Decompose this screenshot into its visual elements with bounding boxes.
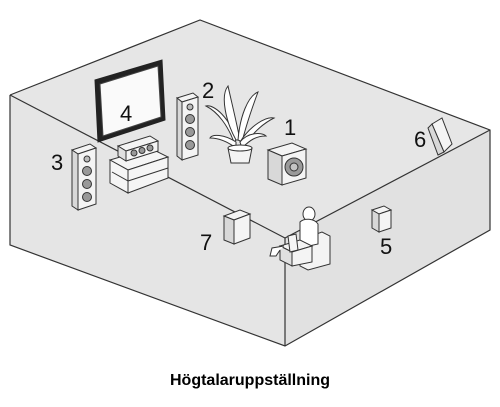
subwoofer-icon: [266, 142, 308, 186]
surround-left-speaker-icon: [222, 209, 252, 245]
label-6: 6: [414, 127, 426, 152]
label-7: 7: [200, 230, 212, 255]
label-1: 1: [284, 115, 296, 140]
listener-armchair-icon: [269, 206, 331, 271]
label-3: 3: [51, 150, 63, 175]
front-right-speaker-icon: [175, 92, 200, 162]
surround-back-speaker-icon: [427, 117, 453, 156]
tv-icon: [94, 59, 166, 143]
room-outline: [9, 19, 491, 347]
label-5: 5: [380, 234, 392, 259]
label-4: 4: [120, 101, 132, 126]
front-left-speaker-icon: [70, 143, 98, 211]
center-speaker-icon: [116, 135, 160, 162]
tv-rack-icon: [108, 147, 170, 194]
label-2: 2: [202, 78, 214, 103]
diagram-caption: Högtalaruppställning: [170, 372, 330, 389]
room-right-floor-edge: [284, 129, 491, 239]
right-wall: [285, 130, 490, 346]
plant-icon: [204, 84, 276, 164]
surround-right-speaker-icon: [370, 205, 393, 233]
